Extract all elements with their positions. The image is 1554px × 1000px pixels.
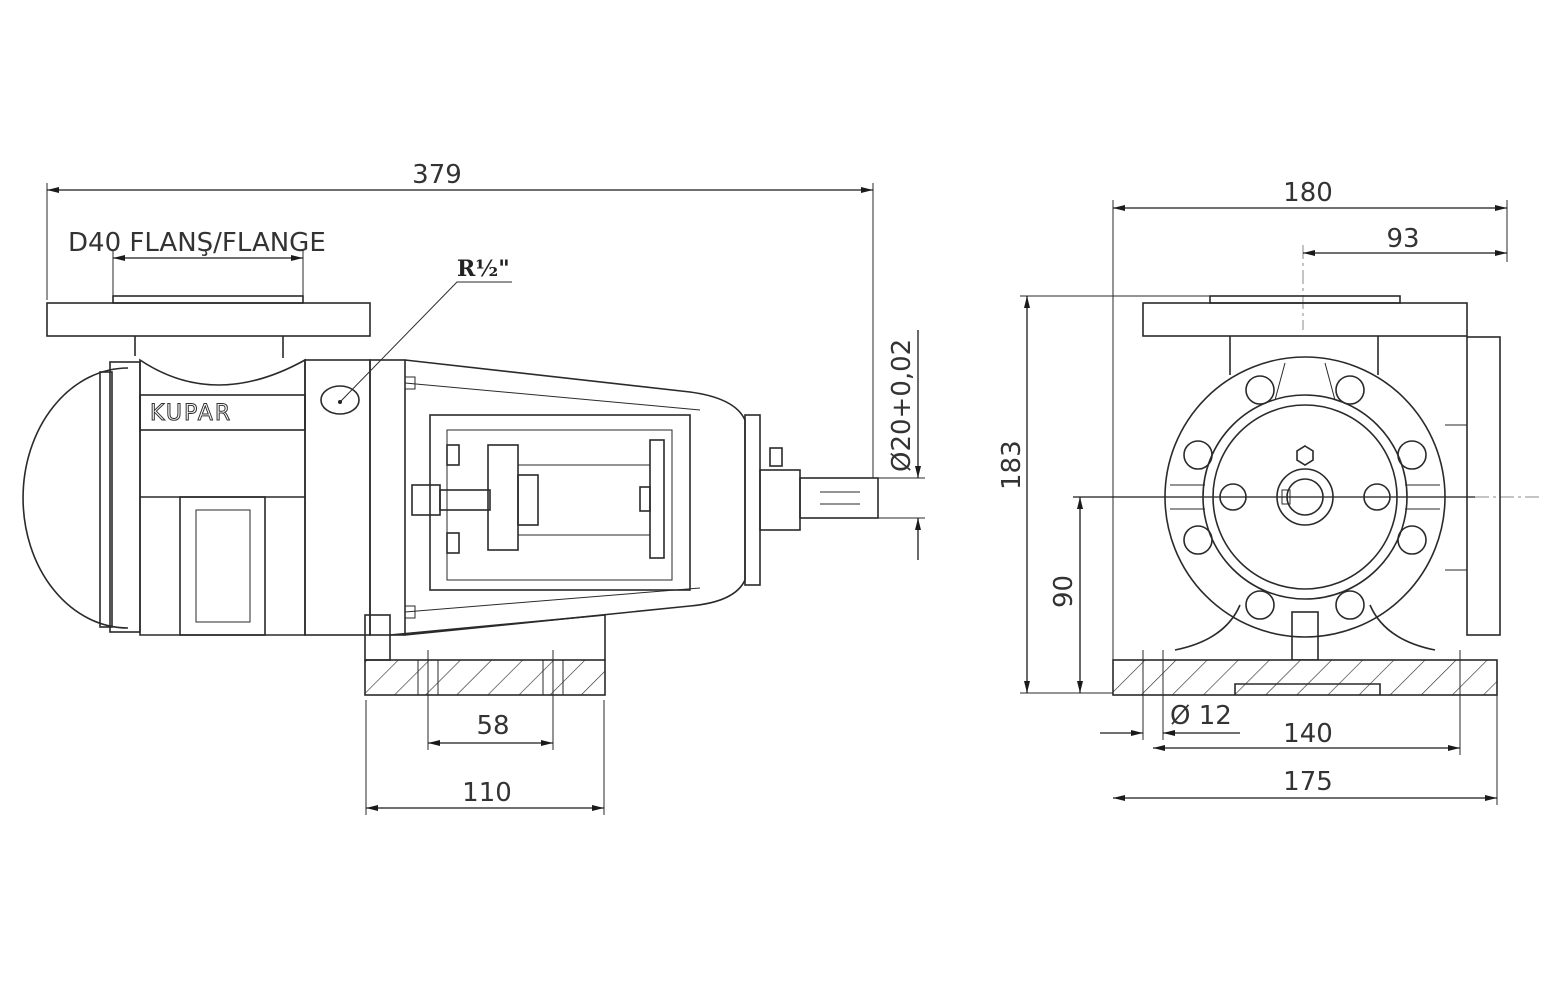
motor-adapter [369, 359, 746, 636]
dimension-label-90: 90 [1049, 575, 1079, 608]
dimension-label-180: 180 [1283, 178, 1333, 208]
side-boss [1466, 336, 1501, 636]
plug-icon [1296, 445, 1314, 466]
dimension-hole-spacing-front: 140 [1153, 719, 1460, 751]
dimension-flange-offset: 93 [1302, 224, 1507, 330]
seal-plate [744, 414, 761, 586]
dimension-hole-spacing: 58 [427, 650, 554, 750]
dimension-flange: D40 FLANŞ/FLANGE [68, 228, 326, 296]
dimension-label-379: 379 [412, 160, 462, 190]
dimension-shaft-diameter: Ø20+0,02 [878, 330, 925, 560]
casing-front [1164, 356, 1446, 661]
bolt [1363, 483, 1391, 511]
hole-diameter-label: Ø 12 [1170, 701, 1232, 731]
dimension-label-110: 110 [462, 778, 512, 808]
dimension-label-93: 93 [1386, 224, 1419, 254]
dimension-hole-diameter: Ø 12 [1100, 701, 1240, 736]
flange-label: D40 FLANŞ/FLANGE [68, 228, 326, 258]
port-r-half [320, 385, 360, 415]
port-leader-line [339, 281, 512, 403]
port-thread-label: R½" [457, 256, 510, 282]
flange-raised-face [112, 295, 304, 304]
front-view: 180 93 183 90 [997, 178, 1540, 805]
dimension-base-width: 175 [1113, 767, 1497, 801]
dimension-label-183: 183 [997, 440, 1027, 490]
bearing-bracket [304, 359, 371, 636]
front-flange [1142, 302, 1468, 337]
pump-casing: KUPAR [22, 358, 306, 636]
dimension-label-58: 58 [476, 711, 509, 741]
dimension-overall-length: 379 [46, 160, 874, 478]
dimension-label-140: 140 [1283, 719, 1333, 749]
dimension-label-175: 175 [1283, 767, 1333, 797]
shaft-diameter-label: Ø20+0,02 [887, 339, 917, 472]
dimension-overall-height: 183 [997, 295, 1210, 694]
front-base-plate [1112, 659, 1498, 696]
bolt [1219, 483, 1247, 511]
dimension-shaft-height: 90 [1049, 497, 1083, 693]
shaft [799, 477, 879, 519]
dimension-foot-length: 110 [365, 700, 605, 815]
side-view: 379 D40 FLANŞ/FLANGE KUPAR [22, 160, 925, 815]
dimension-overall-width: 180 [1112, 178, 1508, 690]
kupar-logo: KUPAR [150, 401, 232, 426]
base-plate [364, 659, 606, 696]
discharge-flange [46, 302, 371, 337]
gland [759, 469, 801, 531]
